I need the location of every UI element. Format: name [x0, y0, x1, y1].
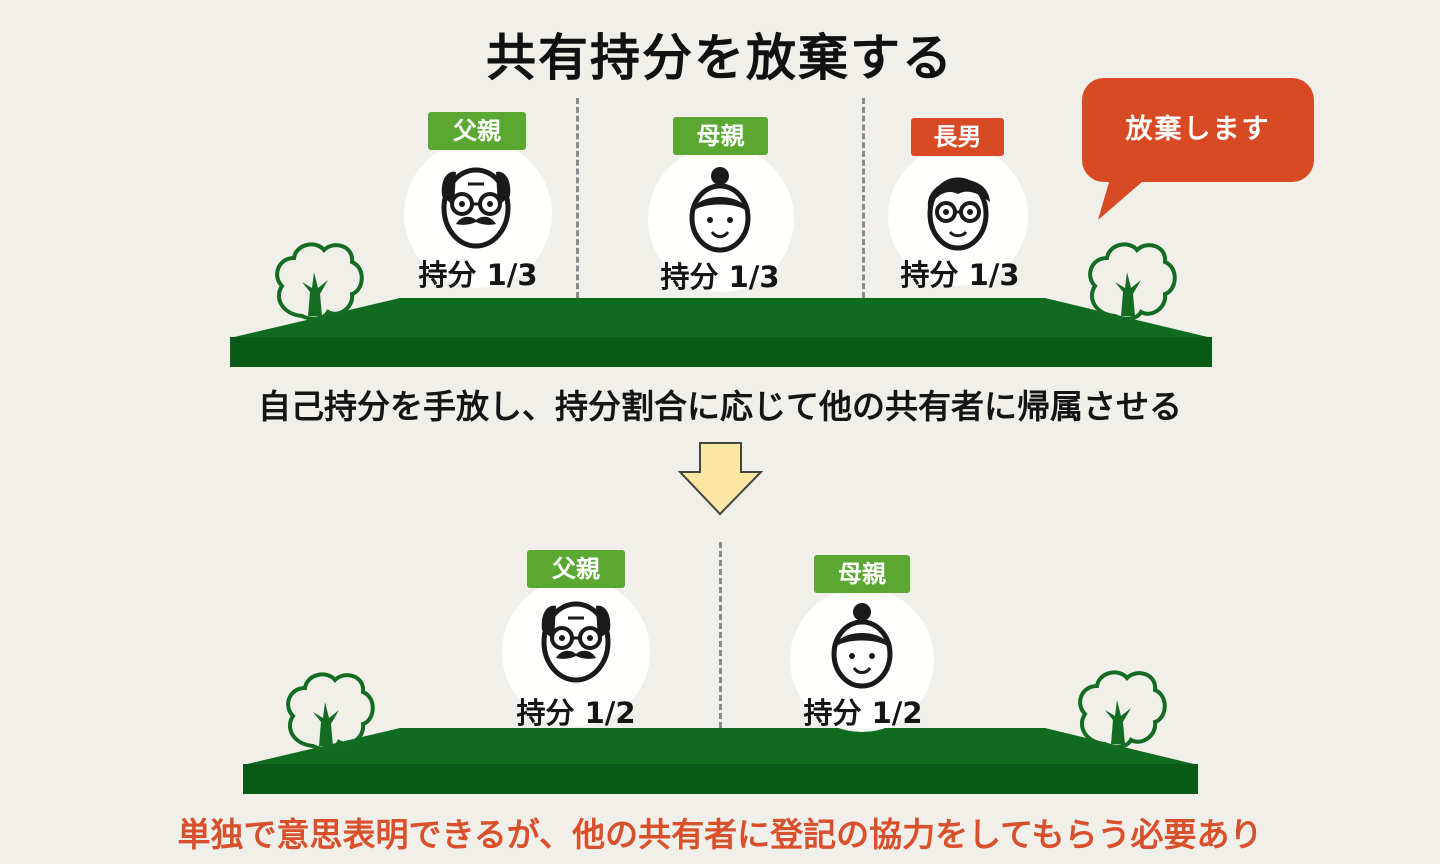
share-divider	[862, 98, 865, 298]
caption-after: 単独で意思表明できるが、他の共有者に登記の協力をしてもらう必要あり	[177, 815, 1263, 854]
share-divider	[719, 542, 722, 728]
speech-bubble-tail	[1098, 172, 1150, 220]
role-badge-son: 長男	[911, 118, 1004, 156]
share-label-mother: 持分 1/3	[660, 260, 780, 294]
tree-icon	[275, 242, 364, 321]
land-icon-top	[230, 298, 1212, 367]
role-badge-father: 父親	[527, 550, 625, 588]
caption-before: 自己持分を手放し、持分割合に応じて他の共有者に帰属させる	[258, 387, 1182, 426]
down-arrow-icon	[677, 442, 764, 516]
share-label-mother: 持分 1/2	[803, 696, 923, 730]
role-badge-mother: 母親	[673, 117, 768, 155]
role-badge-father: 父親	[428, 112, 526, 150]
tree-icon	[286, 672, 375, 751]
tree-icon	[1078, 670, 1167, 749]
speech-bubble: 放棄します	[1082, 78, 1314, 182]
diagram-title: 共有持分を放棄する	[486, 29, 954, 87]
share-divider	[576, 98, 579, 298]
share-label-father: 持分 1/3	[418, 258, 538, 292]
role-badge-mother: 母親	[814, 555, 910, 593]
share-label-son: 持分 1/3	[900, 258, 1020, 292]
share-label-father: 持分 1/2	[516, 696, 636, 730]
land-icon-bottom	[243, 728, 1198, 794]
tree-icon	[1088, 242, 1177, 321]
